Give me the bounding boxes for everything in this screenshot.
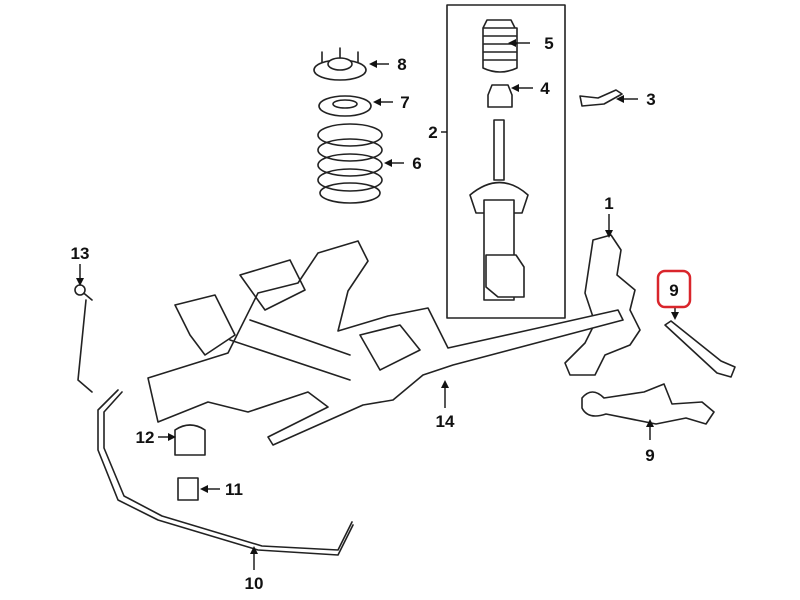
callout-6[interactable]: 6 (412, 154, 421, 173)
callout-2[interactable]: 2 (428, 123, 437, 142)
callout-7[interactable]: 7 (400, 93, 409, 112)
callout-12[interactable]: 12 (136, 428, 155, 447)
bar-bushing (177, 477, 199, 501)
callout-5[interactable]: 5 (544, 34, 553, 53)
control-arm-lower (581, 383, 715, 425)
callout-4[interactable]: 4 (540, 79, 550, 98)
callout-9[interactable]: 9 (645, 446, 654, 465)
stabilizer-link (77, 289, 93, 393)
spring-seat (318, 95, 372, 117)
highlight-box (656, 269, 692, 309)
callout-11[interactable]: 11 (225, 480, 243, 499)
upper-arm (579, 89, 623, 107)
bump-stop (487, 84, 513, 108)
bar-bracket (174, 424, 206, 456)
callout-1[interactable]: 1 (604, 194, 613, 213)
coil-spring (317, 123, 383, 204)
callout-14[interactable]: 14 (436, 412, 455, 431)
steering-knuckle (564, 234, 641, 376)
callout-3[interactable]: 3 (646, 90, 655, 109)
dust-boot (482, 19, 518, 73)
subframe (147, 240, 624, 446)
strut (469, 119, 529, 301)
control-arm-upper (664, 320, 736, 378)
callout-9-highlighted[interactable]: 9 (669, 281, 678, 300)
callout-13[interactable]: 13 (71, 244, 90, 263)
stabilizer-bar (97, 389, 354, 556)
callout-8[interactable]: 8 (397, 55, 406, 74)
callout-10[interactable]: 10 (245, 574, 264, 593)
strut-mount (313, 47, 367, 81)
strut-assembly-box (446, 4, 566, 319)
leader-lines (76, 39, 679, 570)
